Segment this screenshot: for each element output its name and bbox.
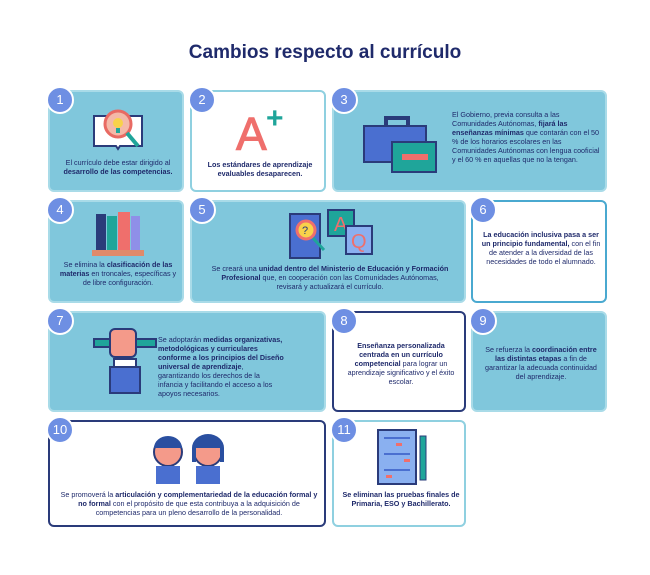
text: para lograr un aprendizaje significativo… bbox=[347, 359, 455, 386]
text: El currículo debe estar dirigido al bbox=[65, 158, 171, 167]
bold-text: coordinación entre las distintas etapas bbox=[495, 345, 597, 363]
svg-text:+: + bbox=[266, 102, 284, 135]
card-number-badge: 1 bbox=[46, 86, 74, 114]
bold-text: clasificación de las materias bbox=[59, 260, 173, 278]
card-text: El Gobierno, previa consulta a las Comun… bbox=[452, 110, 602, 164]
card-number-badge: 8 bbox=[330, 307, 358, 335]
bold-text: Se eliminan las pruebas finales de Prima… bbox=[342, 490, 460, 508]
card-number-badge: 7 bbox=[46, 307, 74, 335]
bold-text: Los estándares de aprendizaje evaluables… bbox=[207, 160, 313, 178]
card-3: 3 El Gobierno, previa consulta a las Comu… bbox=[330, 86, 607, 192]
card-number-badge: 4 bbox=[46, 196, 74, 224]
text: Se promoverá la bbox=[60, 490, 116, 499]
bold-text: fijará las enseñanzas mínimas bbox=[452, 119, 568, 137]
text: que contarán con el 50 % de los horarios… bbox=[452, 128, 600, 164]
card-text: Los estándares de aprendizaje evaluables… bbox=[200, 160, 320, 178]
hand-pencil-icon bbox=[92, 323, 162, 400]
card-text: La educación inclusiva pasa a ser un pri… bbox=[481, 230, 601, 266]
text: con el propósito de que esta contribuya … bbox=[95, 499, 300, 517]
bold-text: Enseñanza personalizada centrada en un c… bbox=[354, 341, 445, 368]
text: en troncales, específicas y de libre con… bbox=[82, 269, 177, 287]
card-text: Enseñanza personalizada centrada en un c… bbox=[342, 341, 460, 386]
card-1: 1 El currículo debe estar dirigido al des… bbox=[46, 86, 184, 192]
text: Se refuerza la bbox=[485, 345, 533, 354]
card-text: Se elimina la clasificación de las mater… bbox=[56, 260, 180, 287]
text: que, en cooperación con las Comunidades … bbox=[260, 273, 439, 291]
svg-text:A: A bbox=[334, 214, 348, 236]
text: , garantizando los derechos de la infanc… bbox=[158, 362, 273, 398]
text: El Gobierno, previa consulta a las Comun… bbox=[452, 110, 560, 128]
card-number-badge: 5 bbox=[188, 196, 216, 224]
card-number-badge: 6 bbox=[469, 196, 497, 224]
card-text: El currículo debe estar dirigido al desa… bbox=[58, 158, 178, 176]
card-number-badge: 10 bbox=[46, 416, 74, 444]
text: con el fin de atender a la diversidad de… bbox=[486, 239, 601, 266]
text: Se creará una bbox=[211, 264, 259, 273]
text: a fin de garantizar la adecuada continui… bbox=[485, 354, 597, 381]
card-6: 6 La educación inclusiva pasa a ser un pr… bbox=[469, 196, 607, 303]
card-text: Se adoptarán medidas organizativas, meto… bbox=[158, 335, 286, 398]
card-11: 11 Se eliminan las pruebas finales de Pri… bbox=[330, 416, 466, 527]
card-10: 10 Se promoverá la articulación y complem… bbox=[46, 416, 326, 527]
exam-sheet-icon bbox=[374, 428, 430, 493]
svg-text:Q: Q bbox=[351, 231, 367, 253]
book-magnifier-icon bbox=[88, 102, 148, 159]
card-number-badge: 2 bbox=[188, 86, 216, 114]
card-7: 7 Se adoptarán medidas organizativas, met… bbox=[46, 307, 326, 412]
briefcase-icon bbox=[362, 114, 438, 179]
card-text: Se promoverá la articulación y complemen… bbox=[58, 490, 320, 517]
svg-text:A: A bbox=[236, 108, 267, 154]
card-text: Se refuerza la coordinación entre las di… bbox=[481, 345, 601, 381]
bold-text: medidas organizativas, metodológicas y c… bbox=[158, 335, 284, 371]
bold-text: desarrollo de las competencias. bbox=[63, 167, 173, 176]
card-number-badge: 3 bbox=[330, 86, 358, 114]
card-4: 4 Se elimina la clasificación de las mate… bbox=[46, 196, 184, 303]
a-plus-grade-icon: A+ bbox=[230, 102, 290, 161]
card-number-badge: 11 bbox=[330, 416, 358, 444]
text: Se adoptarán bbox=[158, 335, 204, 344]
card-9: 9 Se refuerza la coordinación entre las d… bbox=[469, 307, 607, 412]
bold-text: unidad dentro del Ministerio de Educació… bbox=[221, 264, 449, 282]
text: Se elimina la bbox=[63, 260, 107, 269]
bold-text: La educación inclusiva pasa a ser un pri… bbox=[481, 230, 599, 248]
card-number-badge: 9 bbox=[469, 307, 497, 335]
students-icon bbox=[138, 426, 238, 491]
books-shelf-icon bbox=[90, 208, 146, 263]
bold-text: articulación y complementariedad de la e… bbox=[78, 490, 318, 508]
svg-text:?: ? bbox=[302, 225, 308, 237]
card-text: Se eliminan las pruebas finales de Prima… bbox=[342, 490, 460, 508]
page-title: Cambios respecto al currículo bbox=[188, 42, 462, 63]
card-text: Se creará una unidad dentro del Minister… bbox=[208, 264, 452, 291]
